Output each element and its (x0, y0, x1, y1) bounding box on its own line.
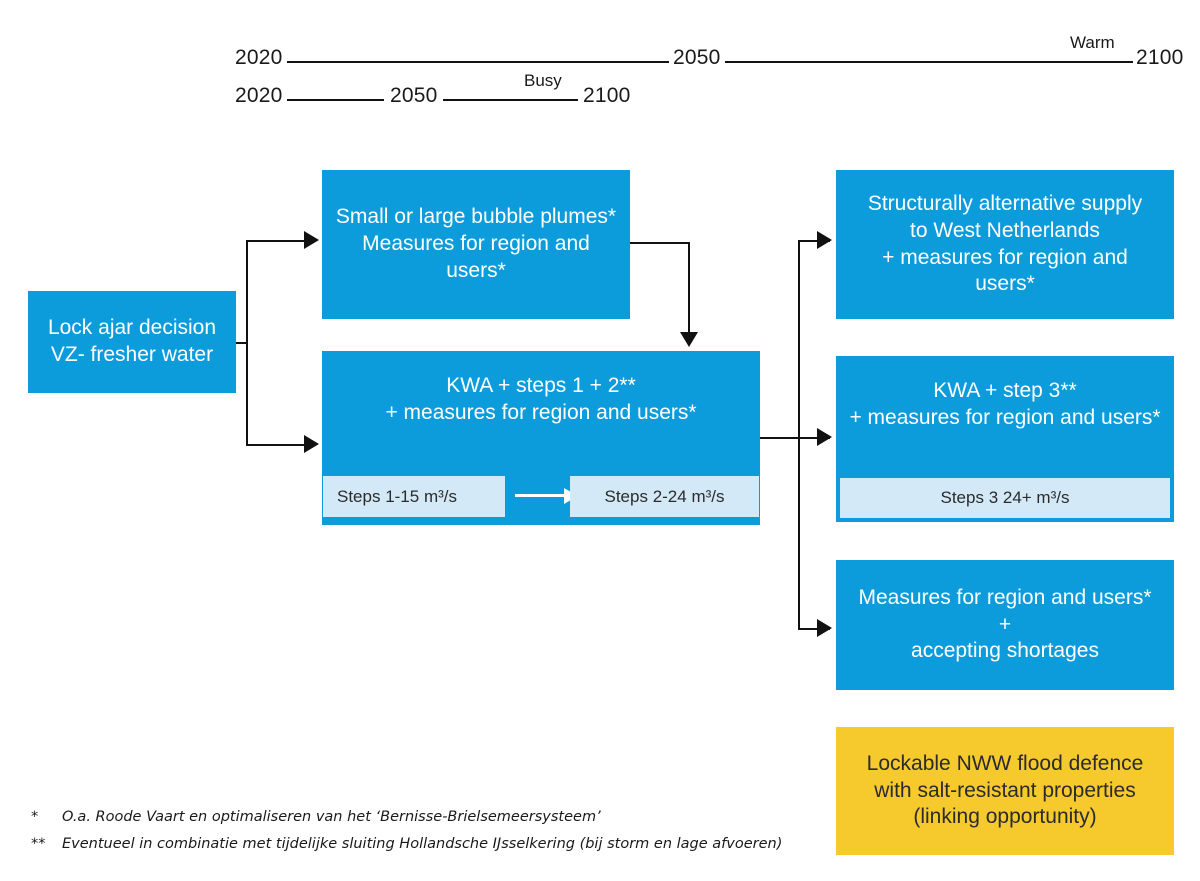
timeline-bottom-mid-label: 2050 (390, 84, 438, 107)
connector-to-kwa-step-3 (798, 437, 830, 439)
node-bubble-plumes-label: Small or large bubble plumes* Measures f… (335, 205, 617, 282)
chip-steps-2-24[interactable]: Steps 2-24 m³/s (570, 476, 759, 517)
connector-start-stub (236, 342, 248, 344)
arrowhead-to-kwa-12 (304, 435, 319, 453)
connector-kwa-stub (760, 437, 800, 439)
timeline-bottom-segment-1 (287, 99, 384, 101)
node-nww-flood-defence[interactable]: Lockable NWW flood defence with salt-res… (836, 727, 1174, 855)
node-measures-and-shortages-label: Measures for region and users* + accepti… (858, 585, 1152, 663)
node-measures-and-shortages[interactable]: Measures for region and users* + accepti… (836, 560, 1174, 690)
timeline-top-start-label: 2020 (235, 46, 283, 69)
node-kwa-step-3-label: KWA + step 3** + measures for region and… (849, 379, 1161, 429)
connector-to-measures-shortages (798, 628, 830, 630)
node-lock-ajar-decision[interactable]: Lock ajar decision VZ- fresher water (28, 291, 236, 393)
timeline-bottom-segment-2 (443, 99, 578, 101)
timeline-top-segment-1 (287, 61, 669, 63)
connector-start-to-bubble (246, 240, 306, 242)
chip-steps-2-24-label: Steps 2-24 m³/s (604, 486, 725, 506)
timeline-bottom-start-label: 2020 (235, 84, 283, 107)
node-kwa-steps-1-2-label: KWA + steps 1 + 2** + measures for regio… (385, 374, 697, 424)
footnote-2-marker: ** (31, 836, 46, 852)
footnote-2-text: Eventueel in combinatie met tijdelijke s… (62, 836, 783, 852)
timeline-bottom-segment-label: Busy (524, 71, 562, 90)
node-bubble-plumes[interactable]: Small or large bubble plumes* Measures f… (322, 170, 630, 319)
connector-start-to-kwa (246, 444, 306, 446)
footnote-1-text: O.a. Roode Vaart en optimaliseren van he… (62, 809, 601, 825)
connector-bubble-to-kwa-vertical (688, 242, 690, 334)
arrowhead-to-alt-supply (817, 231, 832, 249)
timeline-top-segment-label: Warm (1070, 33, 1115, 52)
connector-start-vertical (246, 240, 248, 445)
node-nww-flood-defence-label: Lockable NWW flood defence with salt-res… (866, 751, 1144, 829)
timeline-top-end-label: 2100 (1136, 46, 1184, 69)
chip-steps-3-24plus-label: Steps 3 24+ m³/s (940, 488, 1070, 507)
node-alternative-supply-label: Structurally alternative supply to West … (867, 191, 1143, 296)
timeline-top-mid-label: 2050 (673, 46, 721, 69)
connector-bubble-to-kwa-horizontal (630, 242, 690, 244)
chip-steps-1-15-label: Steps 1-15 m³/s (337, 486, 457, 506)
arrowhead-to-kwa-step-3 (817, 428, 832, 446)
connector-right-vertical (798, 240, 800, 630)
timeline-bottom-end-label: 2100 (583, 84, 631, 107)
node-lock-ajar-decision-label: Lock ajar decision VZ- fresher water (47, 316, 217, 366)
arrowhead-to-bubble-plumes (304, 231, 319, 249)
chip-steps-3-24plus[interactable]: Steps 3 24+ m³/s (840, 478, 1170, 518)
node-alternative-supply[interactable]: Structurally alternative supply to West … (836, 170, 1174, 319)
arrowhead-bubble-to-kwa (680, 332, 698, 347)
arrow-steps-1-to-2-icon (515, 494, 577, 497)
arrowhead-to-measures-shortages (817, 619, 832, 637)
chip-steps-1-15[interactable]: Steps 1-15 m³/s (323, 476, 505, 517)
connector-to-alt-supply (798, 240, 830, 242)
footnote-1-marker: * (31, 809, 39, 825)
timeline-top-segment-2 (725, 61, 1133, 63)
